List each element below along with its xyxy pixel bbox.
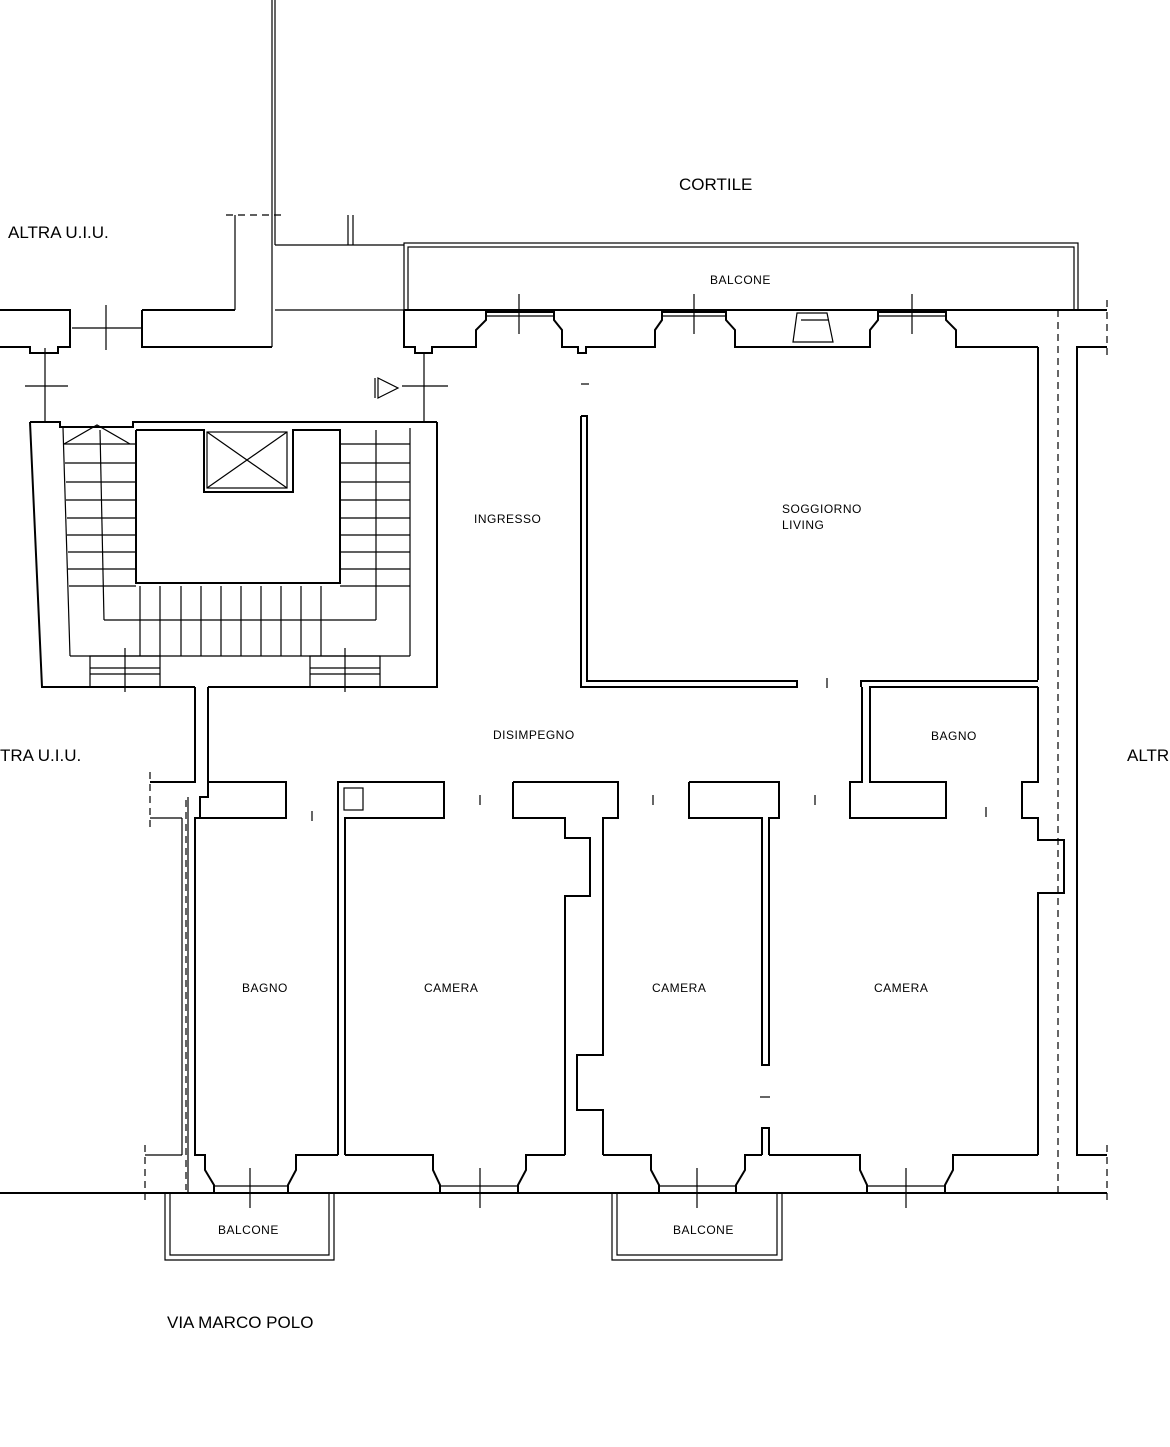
other-unit-label-right: ALTR <box>1127 746 1169 765</box>
living-room-label: SOGGIORNO <box>782 502 862 516</box>
room-walls <box>200 781 987 1155</box>
hallway-label: DISIMPEGNO <box>493 728 575 742</box>
living-partition <box>580 383 1038 688</box>
other-unit-label-top-left: ALTRA U.I.U. <box>8 223 109 242</box>
balcony-bottom-left <box>164 1193 335 1261</box>
balcony-bottom-left-label: BALCONE <box>218 1223 279 1237</box>
south-facade <box>0 1154 1107 1208</box>
bedroom-1-label: CAMERA <box>424 981 478 995</box>
bedroom-3-label: CAMERA <box>874 981 928 995</box>
bathroom-left-label: BAGNO <box>242 981 288 995</box>
living-room-label-en: LIVING <box>782 518 824 532</box>
courtyard-label: CORTILE <box>679 175 752 194</box>
other-unit-label-mid-left: TRA U.I.U. <box>0 746 81 765</box>
street-label: VIA MARCO POLO <box>167 1313 313 1332</box>
corridor-left-walls <box>144 687 209 1205</box>
balcony-top-label: BALCONE <box>710 273 771 287</box>
neighbour-walls <box>0 0 354 354</box>
balcony-bottom-mid <box>611 1193 783 1261</box>
bedroom-2-label: CAMERA <box>652 981 706 995</box>
bathroom-right-walls <box>849 686 1038 819</box>
stair-steps-left <box>63 424 376 621</box>
balcony-top <box>275 242 1079 311</box>
stair-steps-bottom <box>139 586 322 656</box>
east-wall <box>1021 300 1108 1205</box>
bathroom-right-label: BAGNO <box>931 729 977 743</box>
north-facade <box>403 294 1058 354</box>
stairwell <box>25 348 448 692</box>
balcony-bottom-mid-label: BALCONE <box>673 1223 734 1237</box>
entrance-label: INGRESSO <box>474 512 541 526</box>
stair-steps-right <box>340 430 410 620</box>
